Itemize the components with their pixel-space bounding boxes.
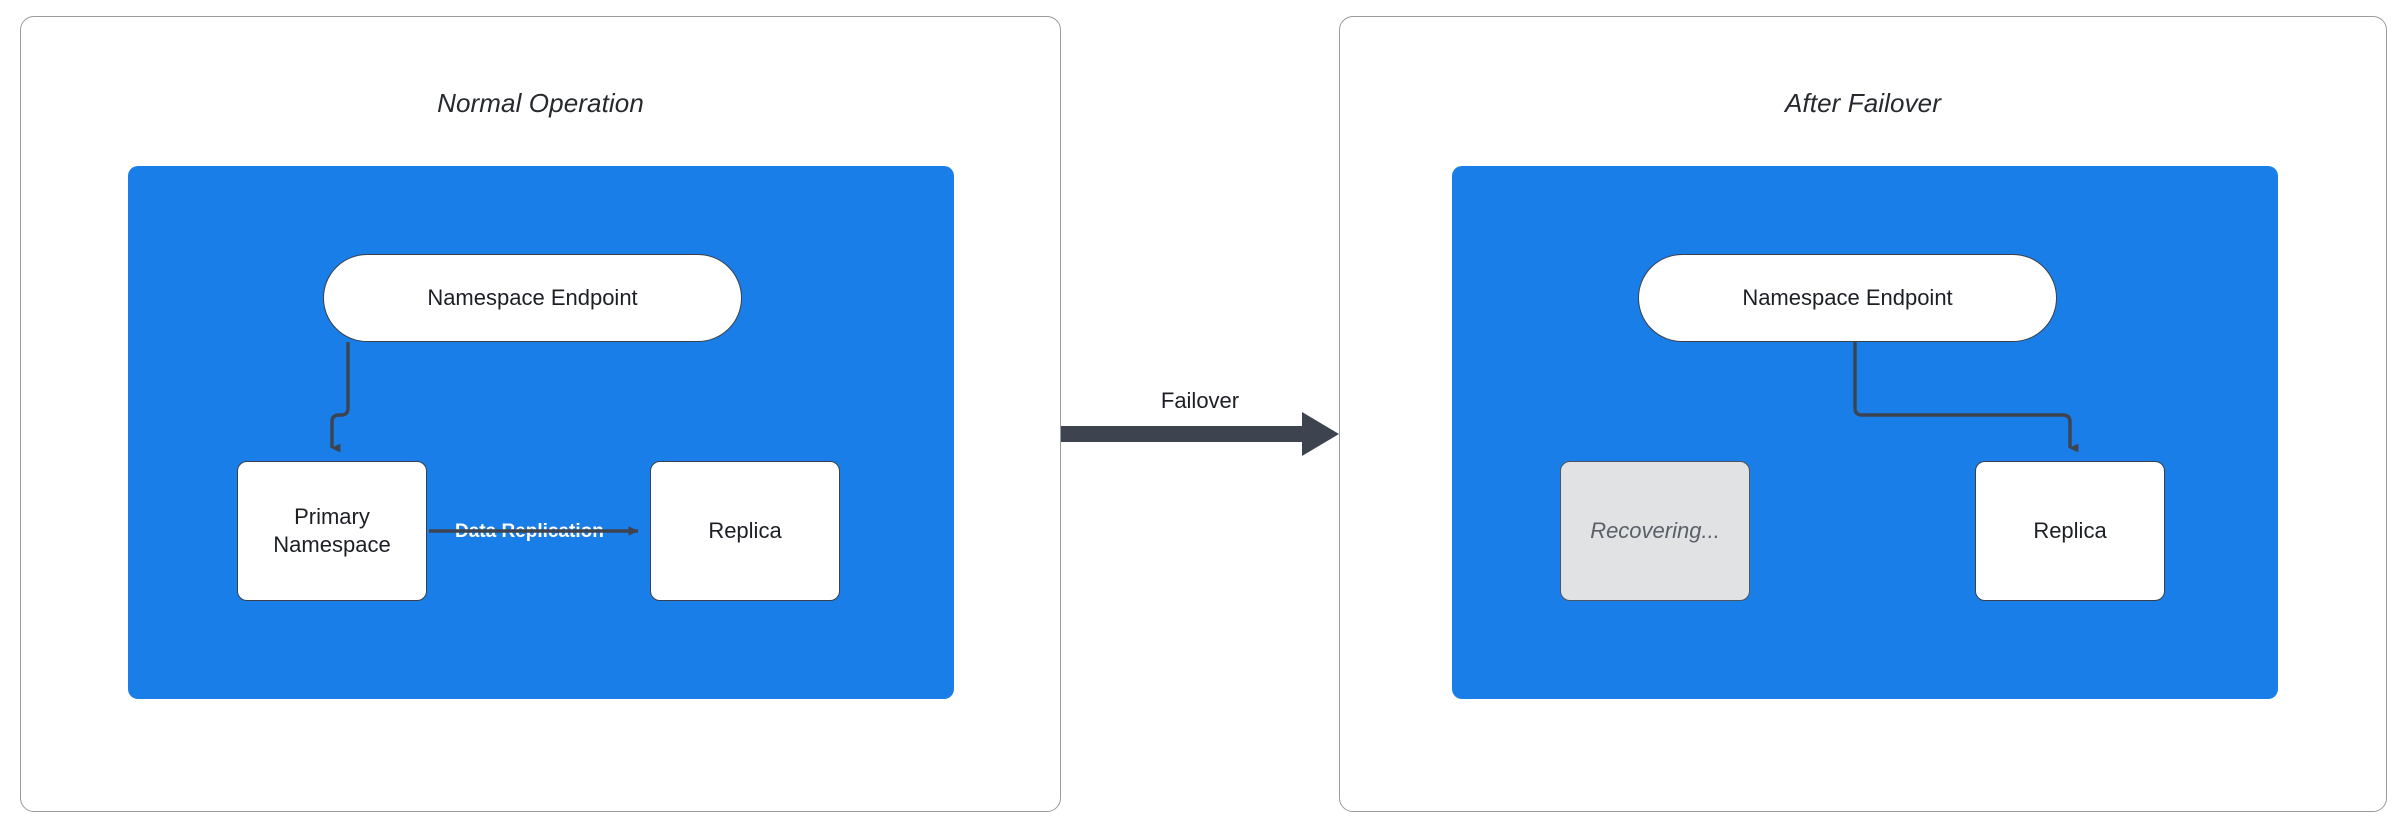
edge-label-data-replication: Data Replication: [455, 521, 604, 542]
node-primary-line2: Namespace: [273, 532, 391, 557]
transition-label-failover: Failover: [1160, 388, 1240, 413]
node-namespace-endpoint-failover[interactable]: Namespace Endpoint: [1638, 254, 2057, 342]
group-container-after-failover: [1452, 166, 2278, 699]
node-replica-failover[interactable]: Replica: [1975, 461, 2165, 601]
node-namespace-endpoint-normal[interactable]: Namespace Endpoint: [323, 254, 742, 342]
group-container-normal-operation: [128, 166, 954, 699]
node-recovering[interactable]: Recovering...: [1560, 461, 1750, 601]
node-primary-namespace[interactable]: Primary Namespace: [237, 461, 427, 601]
transition-arrow-failover: [1061, 412, 1339, 456]
panel-title-after-failover: After Failover: [1784, 88, 1941, 118]
node-replica-normal[interactable]: Replica: [650, 461, 840, 601]
panel-title-normal-operation: Normal Operation: [437, 88, 644, 118]
node-primary-line1: Primary: [294, 503, 370, 529]
